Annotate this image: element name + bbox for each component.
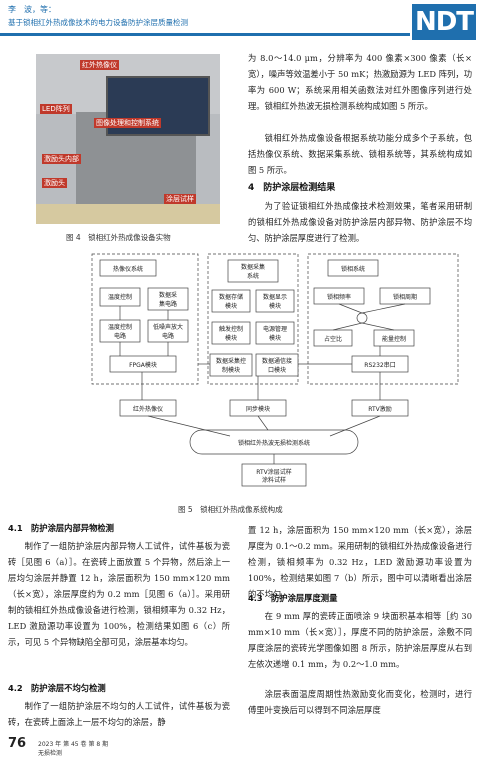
figure5-diagram: 热像仪系统 温度控制 数据采 集电路 温度控制 电路 低噪声放大 电路 FPGA…: [91, 253, 459, 487]
node-rtv-excitation: RTV激励: [368, 405, 392, 413]
node-comm-1: 数据通信接: [262, 357, 292, 365]
journal-name: 无损检测: [38, 750, 63, 757]
node-energy-control: 能量控制: [382, 335, 406, 343]
group-right-frame: [307, 253, 459, 385]
journal-issue: 2023 年 第 45 卷 第 8 期: [38, 741, 109, 748]
paragraph-4-2-continued: 置 12 h，涂层面积为 150 mm×120 mm（长×宽），涂层厚度为 0.…: [248, 525, 472, 599]
photo-base: [36, 204, 220, 224]
paragraph-4-1: 制作了一组防护涂层内部异物人工试件，试件基板为瓷砖［见图 6（a）］。在瓷砖上面…: [8, 541, 230, 647]
node-storage-1: 数据存储: [219, 293, 243, 301]
node-daq-circuit-2: 集电路: [159, 300, 177, 308]
journal-info: 2023 年 第 45 卷 第 8 期 无损检测: [38, 740, 158, 758]
node-lna-2: 电路: [162, 332, 174, 340]
photo-label-led: LED阵列: [40, 104, 72, 114]
group-left-frame: [91, 253, 199, 385]
header-rule: [0, 33, 410, 36]
node-rtv-sample: RTV涂层试样: [256, 468, 292, 476]
photo-label-head: 激励头: [42, 178, 67, 188]
paragraph-4-3-b: 涂层表面温度周期性热激励变化而变化，检测时，进行傅里叶变换后可以得到不同涂层厚度: [248, 689, 472, 715]
section-4-3-title: 4.3 防护涂层厚度测量: [248, 593, 338, 603]
figure4-caption: 图 4 锁相红外热成像设备实物: [66, 233, 171, 242]
node-lockin-freq: 锁相频率: [327, 293, 351, 301]
header-running-title: 基于锁相红外热成像技术的电力设备防护涂层质量检测: [8, 18, 188, 27]
header-author: 李 波，等：: [8, 5, 56, 14]
node-daq-ctrl-1: 数据采集控: [216, 357, 246, 365]
running-header: 李 波，等： 基于锁相红外热成像技术的电力设备防护涂层质量检测 NDT: [0, 0, 480, 46]
node-daq-circuit-1: 数据采: [159, 291, 177, 299]
node-daq-ctrl-2: 制模块: [222, 366, 240, 374]
node-lockin-system: 锁相系统: [341, 265, 365, 273]
paragraph-equipment-specs: 为 8.0～14.0 μm，分辨率为 400 像素×300 像素（长×宽），噪声…: [248, 53, 472, 111]
photo-label-camera: 红外热像仪: [80, 60, 119, 70]
node-lna-1: 低噪声放大: [153, 323, 183, 331]
paragraph-validation: 为了验证锁相红外热成像技术检测效果，笔者采用研制的锁相红外热成像设备对防护涂层内…: [248, 201, 472, 243]
section-4-1-title: 4.1 防护涂层内部异物检测: [8, 523, 114, 533]
node-nde-system: 锁相红外热波无损检测系统: [238, 439, 310, 447]
section-4-title: 4 防护涂层检测结果: [248, 183, 336, 193]
node-duty-cycle: 占空比: [324, 335, 342, 343]
node-paint-sample: 涂料试样: [262, 476, 286, 484]
node-temp-circuit-2: 电路: [114, 332, 126, 340]
node-daq-system-2: 系统: [247, 272, 259, 280]
figure5-caption: 图 5 锁相红外热成像系统构成: [178, 505, 283, 514]
node-trigger-2: 模块: [225, 334, 237, 342]
photo-label-head-inside: 激励头内部: [42, 154, 81, 164]
paragraph-subsystems: 锁相红外热成像设备根据系统功能分成多个子系统，包括热像仪系统、数据采集系统、锁相…: [248, 133, 472, 175]
node-daq-system-1: 数据采集: [241, 263, 265, 271]
node-power-1: 电源管理: [263, 325, 287, 333]
node-power-2: 模块: [269, 334, 281, 342]
photo-label-control: 图像处理和控制系统: [94, 118, 161, 128]
node-temp-control: 温度控制: [108, 293, 132, 301]
node-camera-system: 热像仪系统: [113, 265, 143, 273]
node-display-2: 模块: [269, 302, 281, 310]
node-fpga: FPGA模块: [129, 361, 157, 369]
figure4-photo: 红外热像仪 LED阵列 图像处理和控制系统 激励头内部 激励头 涂层试样: [36, 54, 220, 224]
node-trigger-1: 触发控制: [219, 325, 243, 333]
paragraph-4-3: 在 9 mm 厚的瓷砖正面喷涂 9 块面积基本相等［约 30 mm×10 mm（…: [248, 611, 472, 669]
section-4-2-title: 4.2 防护涂层不均匀检测: [8, 683, 106, 693]
node-storage-2: 模块: [225, 302, 237, 310]
paragraph-4-2: 制作了一组防护涂层不均匀的人工试件，试件基板为瓷砖，在瓷砖上面涂上一层不均匀的涂…: [8, 701, 230, 727]
node-display-1: 数据显示: [263, 293, 287, 301]
journal-logo: NDT: [412, 4, 476, 40]
page-number: 76: [8, 736, 27, 751]
node-ir-camera: 红外热像仪: [133, 405, 163, 413]
node-sync-module: 同步模块: [246, 405, 270, 413]
photo-label-sample: 涂层试样: [164, 194, 196, 204]
node-rs232: RS232串口: [364, 361, 395, 369]
node-lockin-period: 锁相周期: [393, 293, 417, 301]
group-mid-frame: [207, 253, 299, 385]
node-comm-2: 口模块: [268, 366, 286, 374]
node-temp-circuit-1: 温度控制: [108, 323, 132, 331]
